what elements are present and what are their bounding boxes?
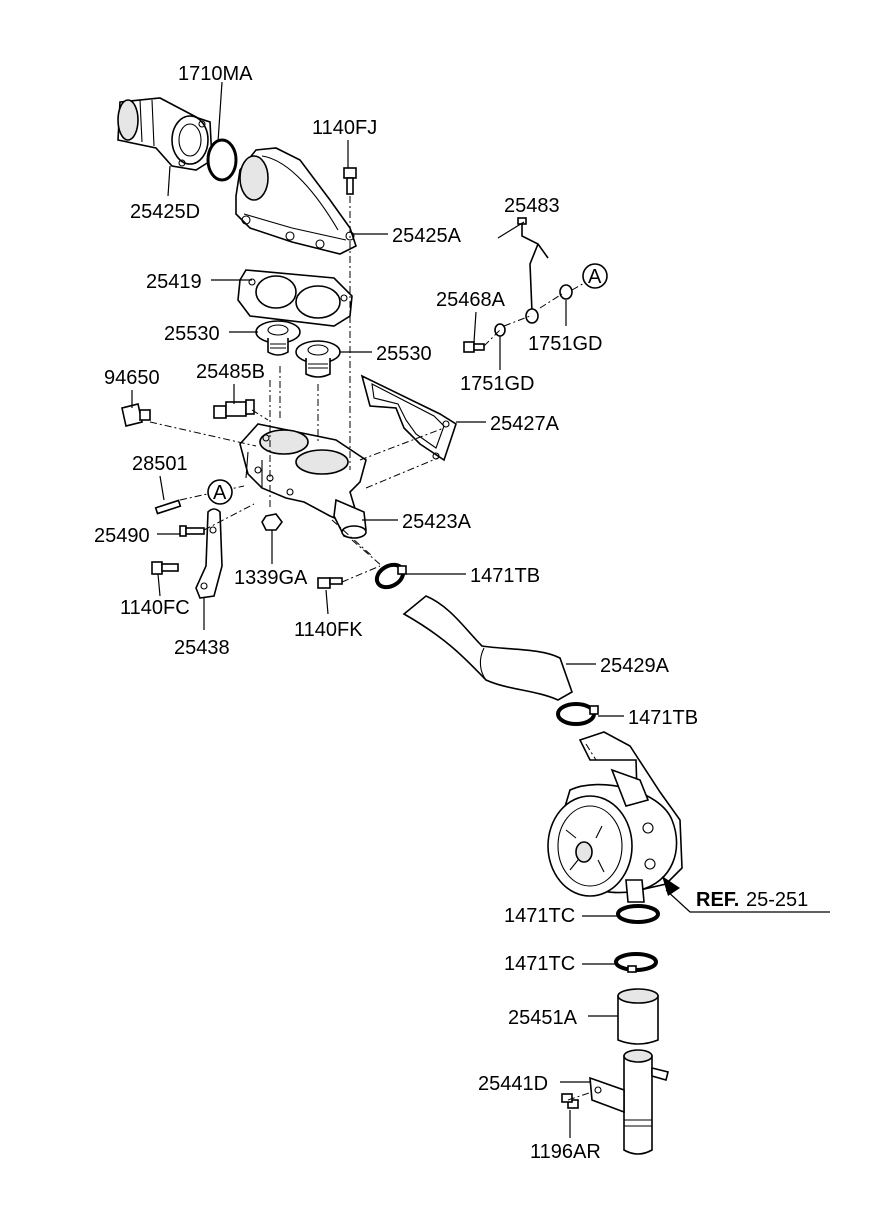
label-1751gd-upper: 1751GD	[528, 333, 603, 355]
marker-a-text-upper: A	[588, 266, 602, 288]
label-1710ma: 1710MA	[178, 63, 253, 85]
label-28501: 28501	[132, 453, 188, 475]
label-1471tc-lower: 1471TC	[504, 953, 575, 975]
section-marker-a-upper: A	[582, 263, 608, 289]
nut-1339ga[interactable]	[261, 513, 283, 531]
hose-clamp-1471tc-upper[interactable]	[616, 904, 660, 924]
stud-28501[interactable]	[154, 499, 182, 515]
hose-clamp-1471tb-lower[interactable]	[556, 702, 599, 726]
label-1140fj: 1140FJ	[312, 117, 377, 139]
section-marker-a-lower: A	[207, 479, 233, 505]
label-ref-number: 25-251	[746, 889, 808, 911]
label-25530-left: 25530	[164, 323, 220, 345]
label-25483: 25483	[504, 195, 560, 217]
water-pump[interactable]	[547, 731, 683, 903]
part-labels: 1710MA 1140FJ 25425D 25425A 25483 25419 …	[94, 63, 808, 1163]
bolt-1196ar[interactable]	[561, 1093, 579, 1109]
label-25429a: 25429A	[600, 655, 670, 677]
gasket-25419[interactable]	[237, 269, 353, 327]
label-25451a: 25451A	[508, 1007, 578, 1029]
label-1196ar: 1196AR	[530, 1141, 601, 1163]
label-1140fk: 1140FK	[294, 619, 363, 641]
label-25441d: 25441D	[478, 1073, 548, 1095]
label-25485b: 25485B	[196, 361, 265, 383]
gasket-25427a[interactable]	[360, 374, 457, 462]
bolt-1140fc[interactable]	[151, 561, 179, 575]
o-ring-1710ma[interactable]	[206, 138, 238, 182]
temperature-sensor-94650[interactable]	[121, 403, 151, 427]
water-pipe-25441d[interactable]	[589, 1049, 669, 1155]
label-25530-right: 25530	[376, 343, 432, 365]
leader-lines	[131, 81, 830, 1138]
washer-1751gd-upper[interactable]	[559, 284, 573, 300]
label-1471tb-upper: 1471TB	[470, 565, 540, 587]
bracket-25438[interactable]	[195, 508, 223, 599]
label-25468a: 25468A	[436, 289, 506, 311]
thermostat-housing-25423a[interactable]	[239, 423, 367, 539]
inlet-pipe-25425d[interactable]	[117, 97, 213, 171]
label-94650: 94650	[104, 367, 160, 389]
alignment-lines	[149, 196, 597, 1101]
label-25425a: 25425A	[392, 225, 462, 247]
label-25423a: 25423A	[402, 511, 472, 533]
hose-clamp-1471tb-upper[interactable]	[373, 560, 407, 591]
water-hose-25429a[interactable]	[402, 595, 573, 701]
label-25427a: 25427A	[490, 413, 560, 435]
temperature-sender-25485b[interactable]	[213, 399, 255, 419]
bolt-1140fj[interactable]	[343, 167, 357, 195]
bolt-25468a[interactable]	[463, 341, 485, 353]
marker-a-text-lower: A	[213, 482, 227, 504]
label-25419: 25419	[146, 271, 202, 293]
bypass-pipe-25483[interactable]	[517, 217, 549, 324]
label-25490: 25490	[94, 525, 150, 547]
bolt-25490[interactable]	[179, 525, 205, 537]
label-1140fc: 1140FC	[120, 597, 190, 619]
label-25425d: 25425D	[130, 201, 200, 223]
thermostat-25530-left[interactable]	[255, 320, 301, 356]
label-25438: 25438	[174, 637, 230, 659]
label-1751gd-lower: 1751GD	[460, 373, 535, 395]
label-1471tb-lower: 1471TB	[628, 707, 698, 729]
hose-25451a[interactable]	[617, 988, 659, 1045]
water-outlet-fitting-25425a[interactable]	[235, 147, 357, 255]
label-1339ga: 1339GA	[234, 567, 308, 589]
label-ref-bold: REF.	[696, 889, 739, 911]
hose-clamp-1471tc-lower[interactable]	[614, 952, 658, 973]
thermostat-25530-right[interactable]	[295, 340, 341, 378]
bolt-1140fk[interactable]	[317, 577, 343, 589]
label-1471tc-upper: 1471TC	[504, 905, 575, 927]
